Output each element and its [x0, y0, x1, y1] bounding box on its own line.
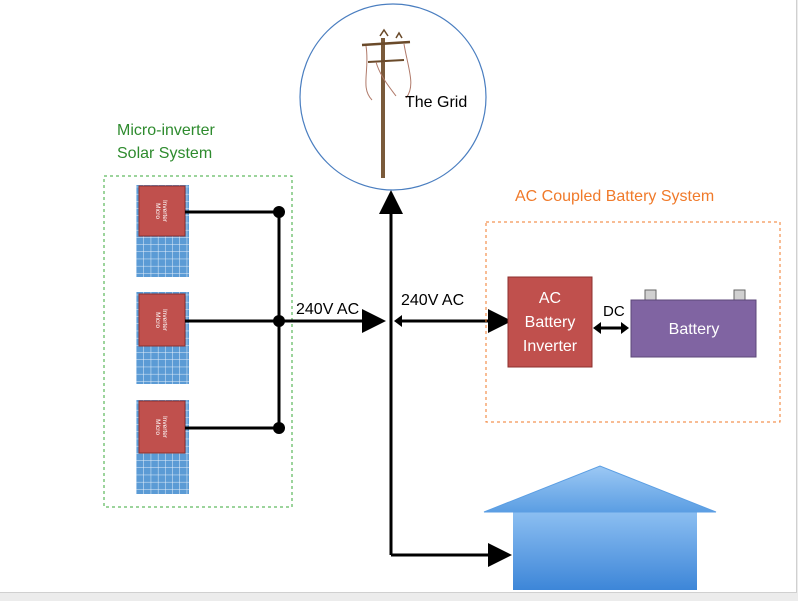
junction-dot [273, 206, 285, 218]
battery [630, 299, 757, 358]
solar-wiring [185, 210, 281, 430]
ac-label-right: 240V AC [401, 292, 464, 309]
ac-bus [279, 190, 512, 567]
micro-inverter-1 [138, 185, 186, 237]
house-body [513, 510, 697, 590]
inverter-label-line1: AC [539, 290, 561, 307]
grid-circle [299, 3, 487, 191]
grid-group: The Grid [299, 3, 487, 191]
micro-inverter-label-line1: Micro [154, 203, 161, 219]
inverter-label-line3: Inverter [523, 338, 578, 355]
ac-battery-inverter [507, 276, 593, 368]
solar-panel-3: Micro Inverter [136, 400, 189, 494]
solar-system-group: Micro-inverter Solar System Micro Invert… [103, 122, 293, 508]
battery-system-group: AC Coupled Battery System AC Battery Inv… [485, 188, 781, 423]
solar-title-line2: Solar System [117, 145, 212, 162]
battery-terminal-left [644, 289, 657, 302]
micro-inverter-label-line2: Inverter [161, 200, 168, 223]
arrow-left-tip [394, 315, 402, 327]
micro-inverter-3 [138, 400, 186, 454]
grid-label: The Grid [405, 94, 467, 111]
inverter-label-line2: Battery [525, 314, 576, 331]
solar-panel-1: Micro Inverter [136, 185, 189, 277]
dc-label: DC [603, 303, 625, 320]
battery-terminal-right [733, 289, 746, 302]
house-icon [483, 465, 717, 590]
solar-title-line1: Micro-inverter [117, 122, 215, 139]
ac-label-left: 240V AC [296, 301, 359, 318]
micro-inverter-label-line2: Inverter [161, 416, 168, 439]
battery-system-border [485, 221, 781, 423]
house-roof [483, 465, 717, 513]
solar-system-border [103, 175, 293, 508]
micro-inverter-label-line2: Inverter [161, 309, 168, 332]
dc-arrow-right [621, 322, 629, 334]
solar-panel-2: Micro Inverter [136, 292, 189, 384]
micro-inverter-label-line1: Micro [154, 419, 161, 435]
battery-system-title: AC Coupled Battery System [515, 188, 714, 205]
junction-dot [273, 422, 285, 434]
micro-inverter-label-line1: Micro [154, 312, 161, 328]
dc-arrow-left [593, 322, 601, 334]
battery-label: Battery [669, 321, 720, 338]
utility-pole-icon [361, 28, 412, 178]
